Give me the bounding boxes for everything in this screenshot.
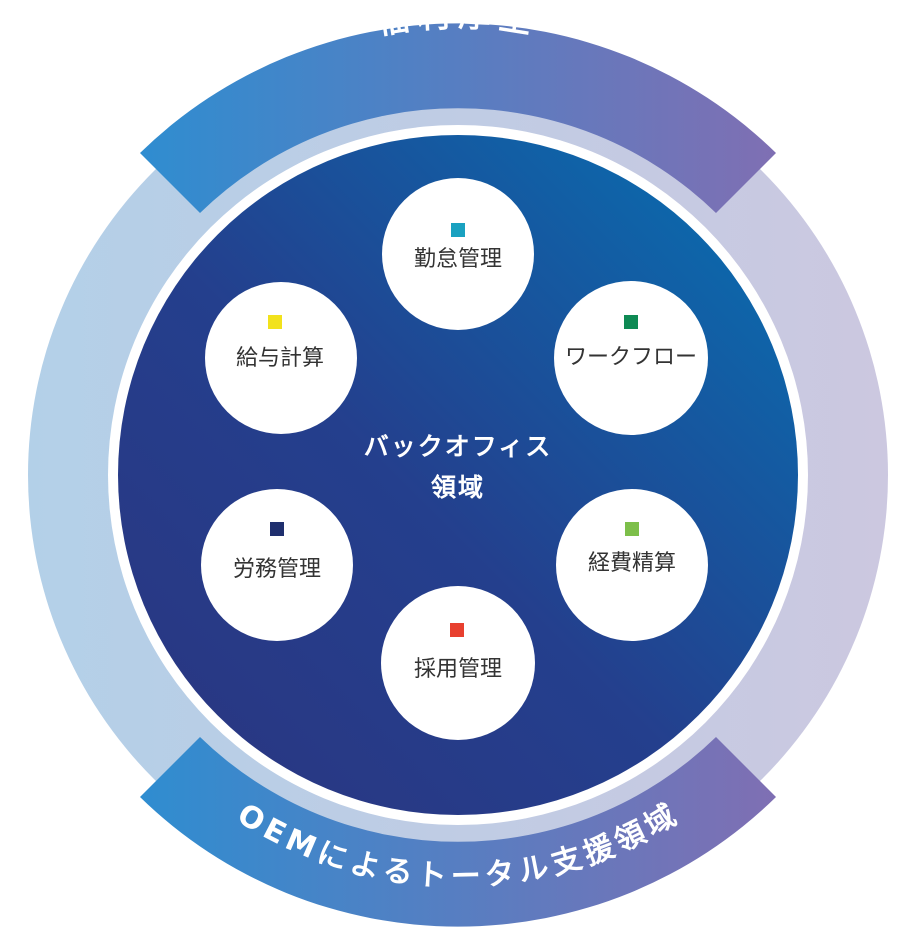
color-marker	[625, 522, 639, 536]
node-label: 労務管理	[233, 557, 321, 582]
node-label: 勤怠管理	[414, 247, 502, 272]
node-label: 経費精算	[588, 551, 676, 576]
node-recruiting: 採用管理	[381, 586, 535, 740]
color-marker	[451, 223, 465, 237]
node-payroll: 給与計算	[205, 282, 357, 434]
node-expense: 経費精算	[556, 489, 708, 641]
center-label-line1: バックオフィス	[364, 432, 553, 461]
node-circle	[554, 281, 708, 435]
node-attendance: 勤怠管理	[382, 178, 534, 330]
node-circle	[201, 489, 353, 641]
bottom-band	[140, 737, 776, 927]
color-marker	[268, 315, 282, 329]
center-label-line2: 領域	[431, 473, 485, 502]
node-workflow: ワークフロー	[554, 281, 708, 435]
node-circle	[382, 178, 534, 330]
node-circle	[205, 282, 357, 434]
node-label: 給与計算	[236, 346, 324, 371]
node-circle	[556, 489, 708, 641]
node-label: 採用管理	[414, 657, 502, 682]
node-labor: 労務管理	[201, 489, 353, 641]
node-label: ワークフロー	[565, 345, 697, 370]
color-marker	[270, 522, 284, 536]
node-circle	[381, 586, 535, 740]
color-marker	[450, 623, 464, 637]
top-band	[140, 23, 776, 213]
color-marker	[624, 315, 638, 329]
